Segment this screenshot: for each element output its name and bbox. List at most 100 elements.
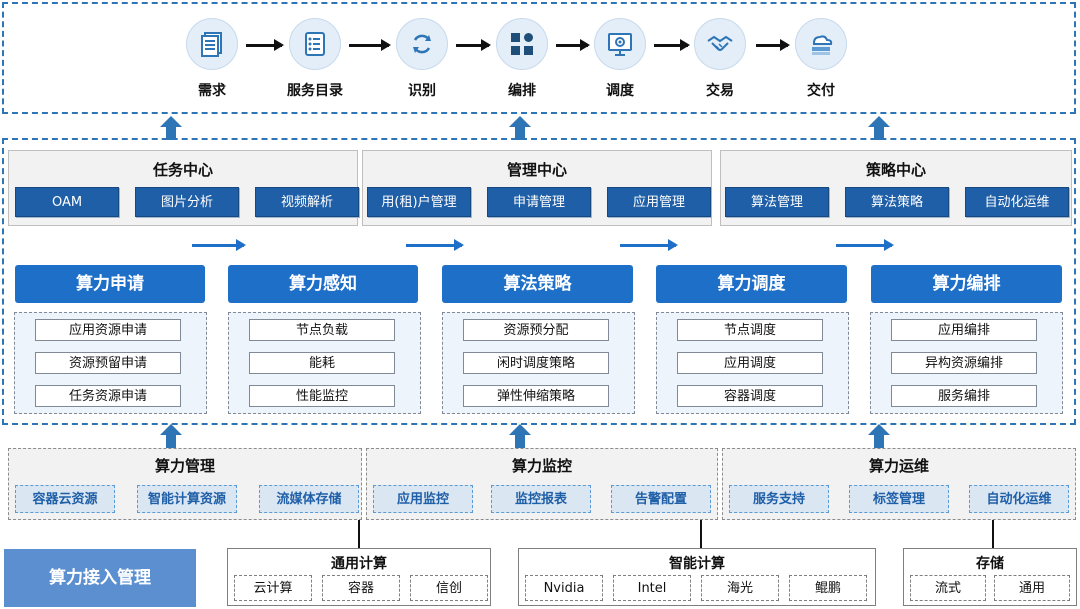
res-item[interactable]: Nvidia xyxy=(525,575,603,601)
connector-line xyxy=(358,520,360,548)
cloud-server-icon xyxy=(795,18,847,70)
stage-compute-scheduling[interactable]: 算力调度 xyxy=(656,265,847,303)
res-item[interactable]: 鲲鹏 xyxy=(789,575,867,601)
flow-container xyxy=(2,2,1076,114)
center-item-oam[interactable]: OAM xyxy=(15,187,119,217)
compute-management: 算力管理 容器云资源 智能计算资源 流媒体存储 xyxy=(8,448,362,520)
refresh-icon xyxy=(396,18,448,70)
stage-item[interactable]: 应用资源申请 xyxy=(35,319,181,341)
mgmt-item[interactable]: 标签管理 xyxy=(849,485,949,513)
res-item[interactable]: 流式 xyxy=(910,575,986,601)
center-item-request-management[interactable]: 申请管理 xyxy=(487,187,591,217)
stage-item[interactable]: 弹性伸缩策略 xyxy=(463,385,609,407)
mgmt-item[interactable]: 智能计算资源 xyxy=(137,485,237,513)
storage-title: 存储 xyxy=(976,556,1004,572)
center-item-tenant-management[interactable]: 用(租)户管理 xyxy=(367,187,471,217)
stage-box-scheduling: 节点调度 应用调度 容器调度 xyxy=(656,312,849,414)
task-center: 任务中心 OAM 图片分析 视频解析 xyxy=(8,150,359,226)
center-item-algorithm-strategy[interactable]: 算法策略 xyxy=(845,187,949,217)
connector-line xyxy=(992,520,994,548)
compute-operations: 算力运维 服务支持 标签管理 自动化运维 xyxy=(722,448,1076,520)
stage-box-request: 应用资源申请 资源预留申请 任务资源申请 xyxy=(14,312,207,414)
up-arrow-icon xyxy=(160,116,182,140)
stage-item[interactable]: 闲时调度策略 xyxy=(463,352,609,374)
stage-arrow xyxy=(836,239,894,251)
flow-arrow xyxy=(246,39,284,51)
center-item-image-analysis[interactable]: 图片分析 xyxy=(135,187,239,217)
center-item-auto-ops[interactable]: 自动化运维 xyxy=(965,187,1069,217)
intelligent-compute-title: 智能计算 xyxy=(669,556,725,572)
stage-box-strategy: 资源预分配 闲时调度策略 弹性伸缩策略 xyxy=(442,312,635,414)
handshake-icon xyxy=(694,18,746,70)
mgmt-item[interactable]: 应用监控 xyxy=(373,485,473,513)
document-stack-icon xyxy=(186,18,238,70)
stage-item[interactable]: 任务资源申请 xyxy=(35,385,181,407)
stage-arrow xyxy=(620,239,678,251)
stage-compute-request[interactable]: 算力申请 xyxy=(15,265,205,303)
stage-item[interactable]: 应用编排 xyxy=(891,319,1037,341)
management-center: 管理中心 用(租)户管理 申请管理 应用管理 xyxy=(362,150,712,226)
stage-item[interactable]: 服务编排 xyxy=(891,385,1037,407)
stage-item[interactable]: 容器调度 xyxy=(677,385,823,407)
strategy-center-title: 策略中心 xyxy=(865,161,926,179)
center-item-video-parsing[interactable]: 视频解析 xyxy=(255,187,359,217)
stage-compute-perception[interactable]: 算力感知 xyxy=(228,265,418,303)
stage-item[interactable]: 节点负载 xyxy=(249,319,395,341)
mgmt-item[interactable]: 告警配置 xyxy=(611,485,711,513)
up-arrow-icon xyxy=(868,116,890,140)
flow-arrow xyxy=(756,39,790,51)
checklist-icon xyxy=(289,18,341,70)
stage-item[interactable]: 性能监控 xyxy=(249,385,395,407)
stage-item[interactable]: 节点调度 xyxy=(677,319,823,341)
management-center-title: 管理中心 xyxy=(506,161,567,179)
stage-box-orchestration: 应用编排 异构资源编排 服务编排 xyxy=(870,312,1063,414)
mgmt-item[interactable]: 容器云资源 xyxy=(15,485,115,513)
general-compute-title: 通用计算 xyxy=(331,556,387,572)
up-arrow-icon xyxy=(868,424,890,448)
task-center-title: 任务中心 xyxy=(152,161,213,179)
res-item[interactable]: 通用 xyxy=(994,575,1070,601)
res-item[interactable]: 海光 xyxy=(701,575,779,601)
up-arrow-icon xyxy=(509,424,531,448)
connector-line xyxy=(700,520,702,548)
mgmt-item[interactable]: 监控报表 xyxy=(491,485,591,513)
flow-label-identify: 识别 xyxy=(408,83,436,99)
general-compute: 通用计算 云计算 容器 信创 xyxy=(227,548,491,606)
flow-label-deliver: 交付 xyxy=(807,83,835,99)
flow-label-trade: 交易 xyxy=(706,83,734,99)
res-item[interactable]: 信创 xyxy=(410,575,488,601)
mgmt-item[interactable]: 服务支持 xyxy=(729,485,829,513)
flow-label-orchestrate: 编排 xyxy=(508,83,536,99)
stage-arrow xyxy=(192,239,246,251)
res-item[interactable]: 容器 xyxy=(322,575,400,601)
stage-algorithm-strategy[interactable]: 算法策略 xyxy=(442,265,633,303)
res-item[interactable]: Intel xyxy=(613,575,691,601)
stage-item[interactable]: 应用调度 xyxy=(677,352,823,374)
flow-label-schedule: 调度 xyxy=(606,83,634,99)
stage-box-perception: 节点负载 能耗 性能监控 xyxy=(228,312,421,414)
storage: 存储 流式 通用 xyxy=(903,548,1077,606)
intelligent-compute: 智能计算 Nvidia Intel 海光 鲲鹏 xyxy=(518,548,876,606)
platform-container xyxy=(2,138,1076,425)
res-item[interactable]: 云计算 xyxy=(234,575,312,601)
flow-arrow xyxy=(349,39,391,51)
up-arrow-icon xyxy=(160,424,182,448)
flow-arrow xyxy=(556,39,590,51)
flow-label-service-catalog: 服务目录 xyxy=(287,83,343,99)
compute-monitoring: 算力监控 应用监控 监控报表 告警配置 xyxy=(366,448,718,520)
stage-arrow xyxy=(406,239,464,251)
center-item-algorithm-management[interactable]: 算法管理 xyxy=(725,187,829,217)
stage-compute-orchestration[interactable]: 算力编排 xyxy=(871,265,1062,303)
compute-management-title: 算力管理 xyxy=(154,457,215,475)
mgmt-item[interactable]: 流媒体存储 xyxy=(259,485,359,513)
stage-item[interactable]: 资源预留申请 xyxy=(35,352,181,374)
monitor-target-icon xyxy=(594,18,646,70)
stage-item[interactable]: 资源预分配 xyxy=(463,319,609,341)
compute-operations-title: 算力运维 xyxy=(868,457,929,475)
stage-item[interactable]: 异构资源编排 xyxy=(891,352,1037,374)
stage-item[interactable]: 能耗 xyxy=(249,352,395,374)
compute-monitoring-title: 算力监控 xyxy=(511,457,572,475)
mgmt-item[interactable]: 自动化运维 xyxy=(969,485,1069,513)
flow-arrow xyxy=(456,39,491,51)
center-item-app-management[interactable]: 应用管理 xyxy=(607,187,711,217)
